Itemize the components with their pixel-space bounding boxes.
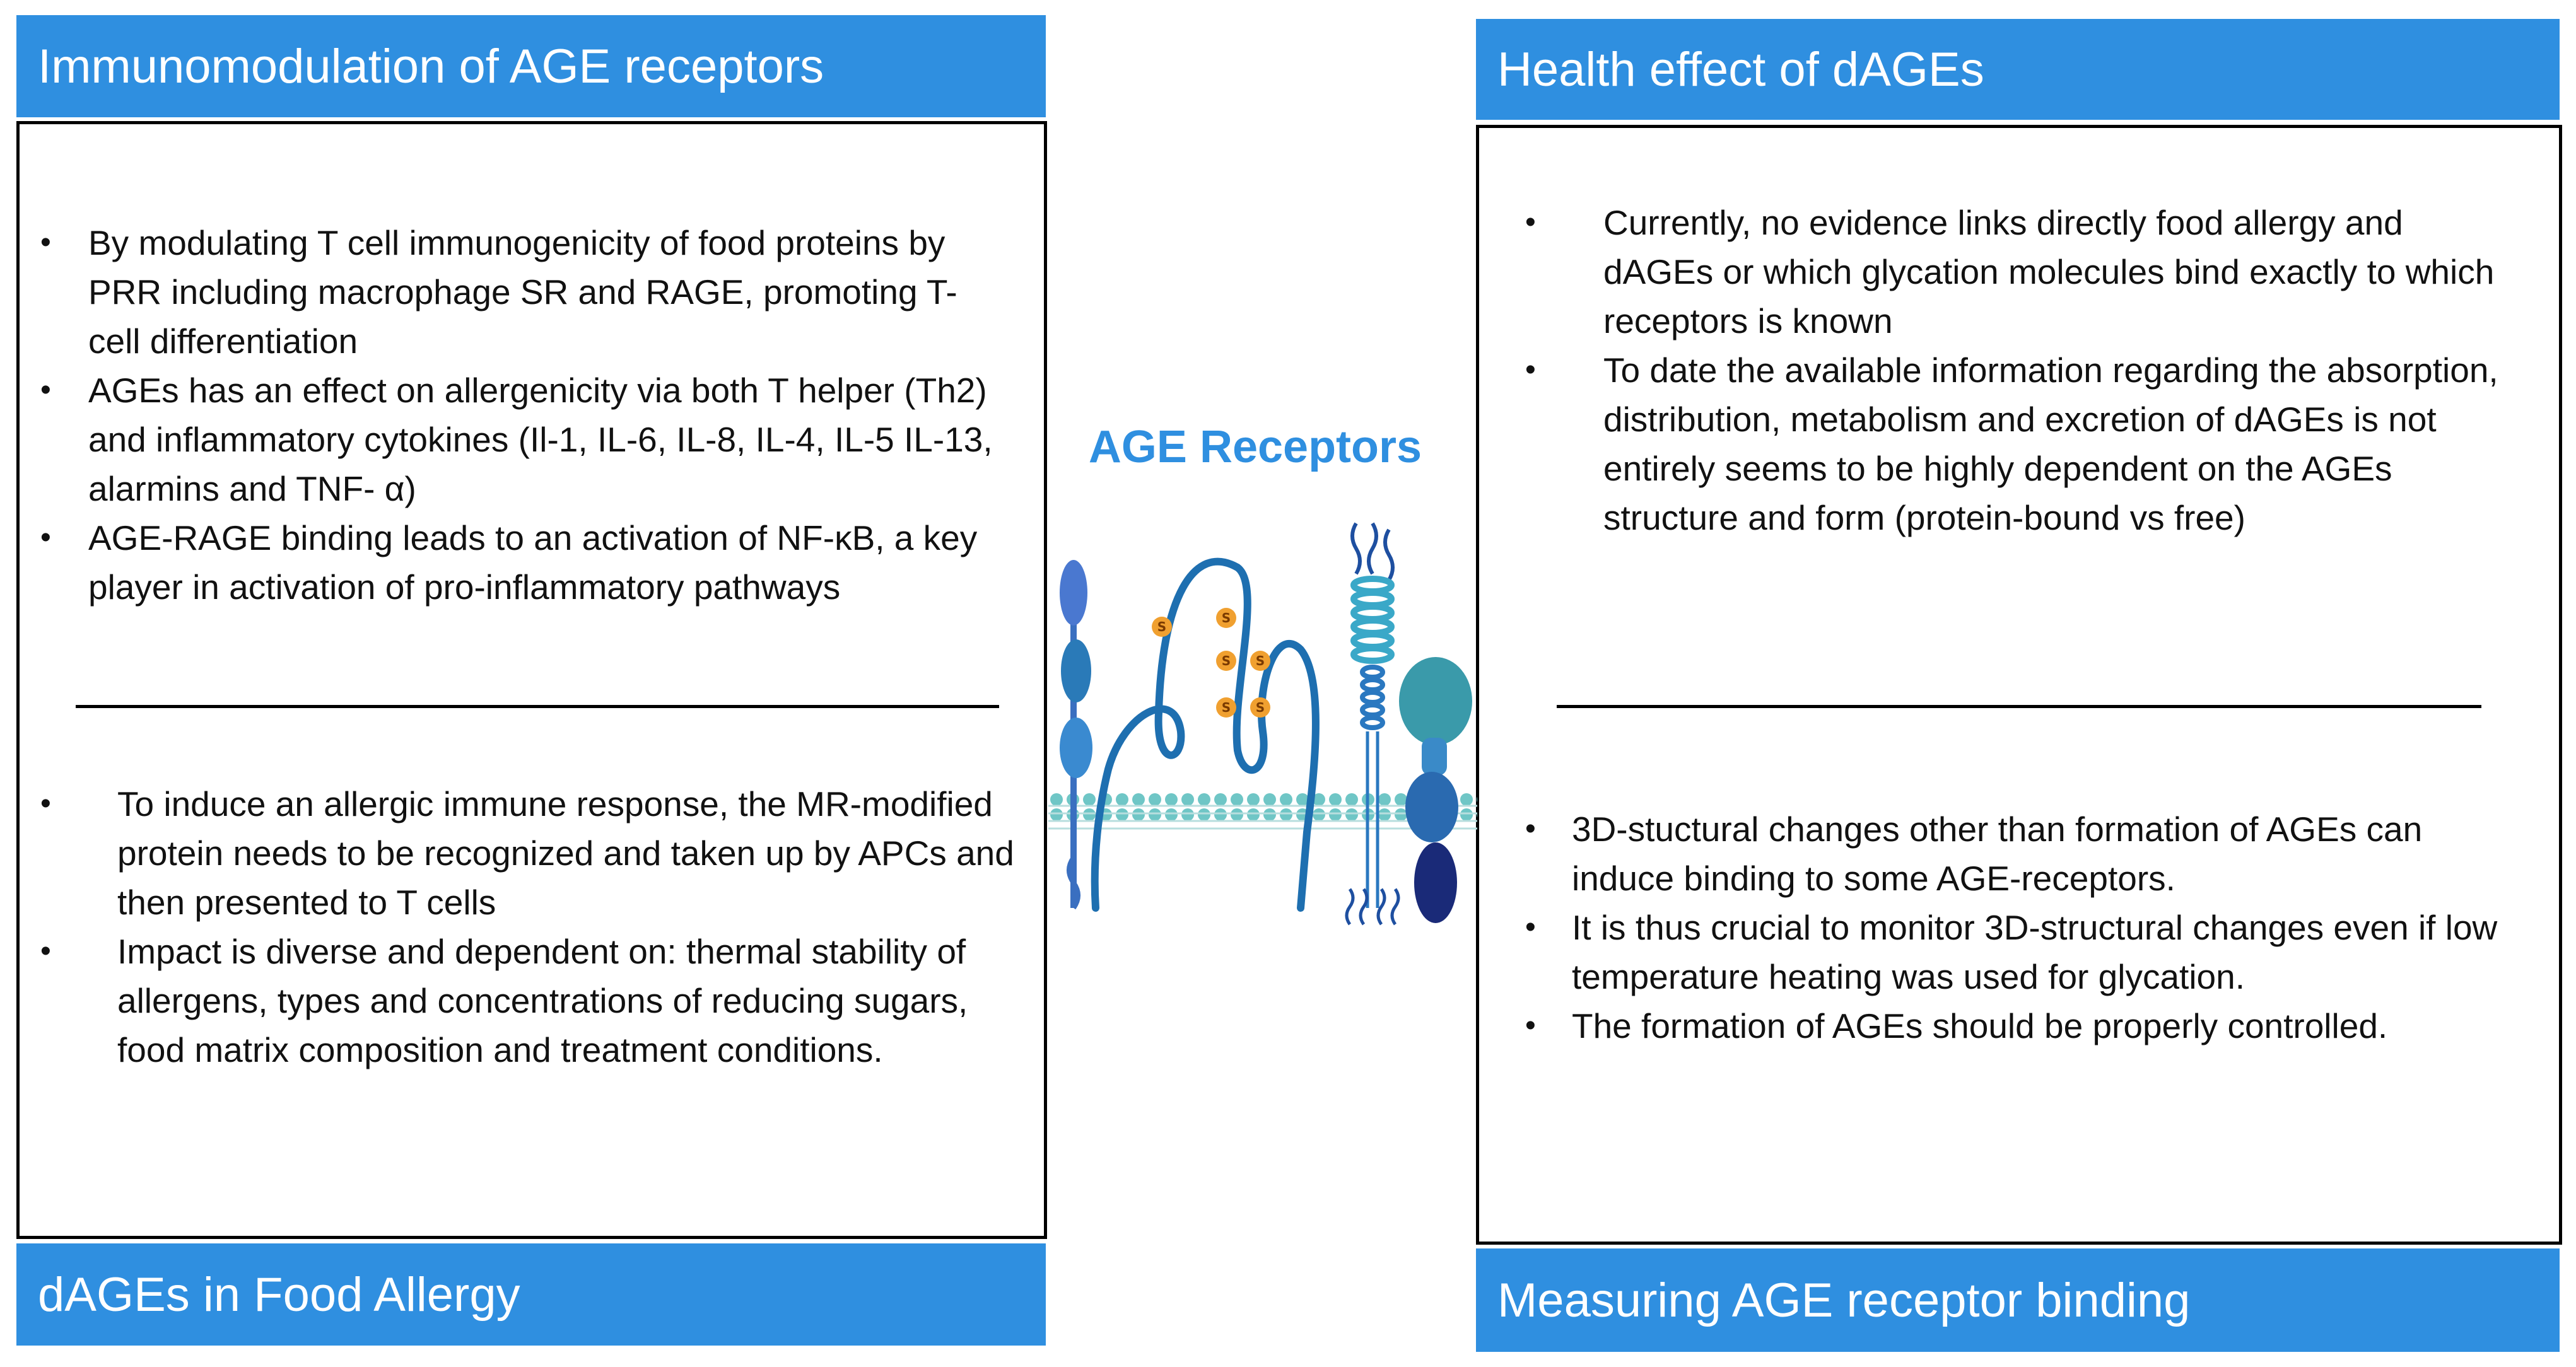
bullet-text: To induce an allergic immune response, t… <box>117 784 1014 922</box>
list-item: 3D-stuctural changes other than formatio… <box>1525 805 2499 903</box>
receptor-coiled-helix <box>1345 522 1400 926</box>
header-measuring-binding-label: Measuring AGE receptor binding <box>1497 1273 2191 1327</box>
disulfide-label: S <box>1222 610 1231 625</box>
list-item: AGEs has an effect on allergenicity via … <box>40 366 997 513</box>
left-upper-bullet-list: By modulating T cell immunogenicity of f… <box>40 218 997 612</box>
age-receptors-illustration: S S S S S S <box>1048 522 1477 926</box>
header-dages-food-allergy: dAGEs in Food Allergy <box>16 1243 1046 1346</box>
bullet-text: It is thus crucial to monitor 3D-structu… <box>1572 908 2498 996</box>
bullet-text: The formation of AGEs should be properly… <box>1572 1006 2388 1045</box>
header-health-effect: Health effect of dAGEs <box>1476 19 2560 120</box>
disulfide-label: S <box>1157 619 1166 634</box>
list-item: AGE-RAGE binding leads to an activation … <box>40 513 997 612</box>
list-item: By modulating T cell immunogenicity of f… <box>40 218 997 366</box>
list-item: To date the available information regard… <box>1525 346 2499 542</box>
right-upper-bullet-list: Currently, no evidence links directly fo… <box>1525 198 2499 542</box>
bullet-text: To date the available information regard… <box>1603 351 2498 537</box>
list-item: Impact is diverse and dependent on: ther… <box>40 927 1026 1074</box>
left-panel-divider <box>76 705 999 708</box>
receptor-disulfide-loops: S S S S S S <box>1091 557 1320 912</box>
disulfide-label: S <box>1222 700 1231 715</box>
right-lower-bullet-list: 3D-stuctural changes other than formatio… <box>1525 805 2499 1050</box>
left-lower-bullet-list: To induce an allergic immune response, t… <box>40 779 1026 1074</box>
header-measuring-binding: Measuring AGE receptor binding <box>1476 1248 2560 1352</box>
bullet-text: By modulating T cell immunogenicity of f… <box>88 223 957 361</box>
list-item: To induce an allergic immune response, t… <box>40 779 1026 927</box>
receptor-globular <box>1399 657 1472 923</box>
header-dages-food-allergy-label: dAGEs in Food Allergy <box>38 1267 520 1322</box>
header-immunomodulation: Immunomodulation of AGE receptors <box>16 15 1046 117</box>
list-item: Currently, no evidence links directly fo… <box>1525 198 2499 346</box>
bullet-text: 3D-stuctural changes other than formatio… <box>1572 810 2423 898</box>
right-panel-divider <box>1557 705 2481 708</box>
bullet-text: AGE-RAGE binding leads to an activation … <box>88 518 978 607</box>
bullet-text: AGEs has an effect on allergenicity via … <box>88 371 993 508</box>
bullet-text: Impact is diverse and dependent on: ther… <box>117 932 968 1069</box>
disulfide-label: S <box>1222 653 1231 668</box>
header-immunomodulation-label: Immunomodulation of AGE receptors <box>38 39 824 93</box>
receptor-domain-chain <box>1060 560 1092 910</box>
age-receptors-title: AGE Receptors <box>1088 422 1422 472</box>
list-item: It is thus crucial to monitor 3D-structu… <box>1525 903 2499 1001</box>
bullet-text: Currently, no evidence links directly fo… <box>1603 203 2495 340</box>
header-health-effect-label: Health effect of dAGEs <box>1497 42 1984 96</box>
disulfide-label: S <box>1256 700 1265 715</box>
list-item: The formation of AGEs should be properly… <box>1525 1001 2499 1050</box>
disulfide-label: S <box>1256 653 1265 668</box>
